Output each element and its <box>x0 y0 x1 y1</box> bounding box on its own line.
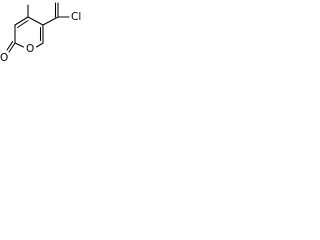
ring-bond-o1-c2 <box>14 42 25 48</box>
ring-bond-c4-c5 <box>27 16 44 26</box>
ring-bond-c3-c4-inner <box>16 19 29 29</box>
carbonyl-bond-b <box>6 41 14 51</box>
ring-oxygen-label: O <box>26 43 34 55</box>
ring-bond-c3-c4 <box>14 16 29 26</box>
acyl-bond <box>42 16 59 26</box>
ring-bond-c6-o1 <box>35 42 44 48</box>
carbonyl-oxygen-label: O <box>0 52 8 64</box>
carbonyl-bond-a <box>8 42 16 53</box>
molecule-structure: O O Cl <box>0 2 81 64</box>
chlorine-label: Cl <box>71 11 81 23</box>
